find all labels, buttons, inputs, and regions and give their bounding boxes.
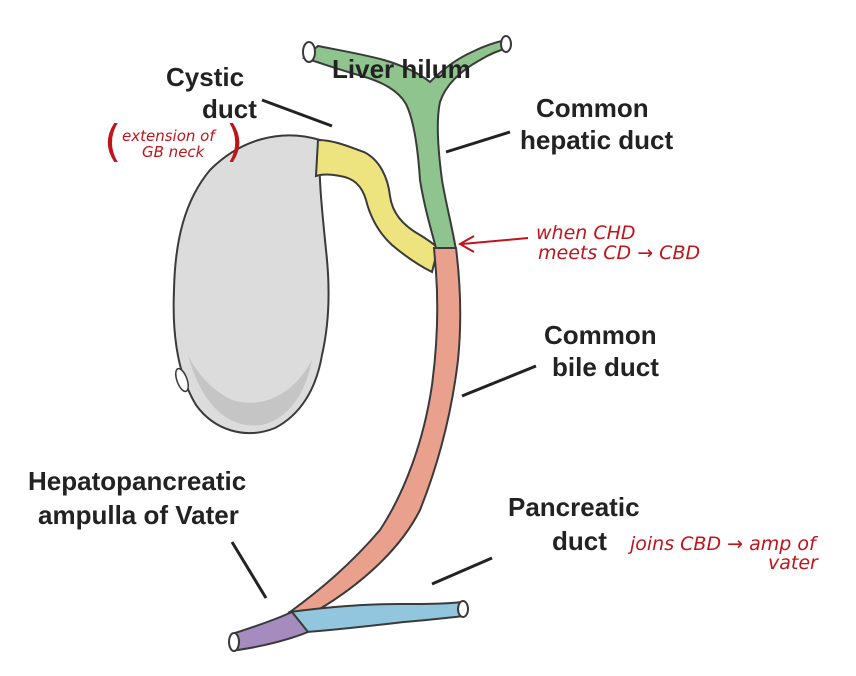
note-cystic-extension-line1: extension of [122, 127, 215, 145]
label-pancreatic-line2: duct [552, 526, 607, 556]
leader-cystic-duct [261, 98, 333, 128]
note-pancreatic-line1: joins CBD → amp of [630, 533, 816, 555]
label-pancreatic-line1: Pancreatic [508, 492, 640, 522]
note-open-paren: ( [104, 116, 122, 167]
gallbladder-highlight [175, 367, 189, 393]
annotation-arrow-line [461, 237, 529, 245]
leader-pancreatic-duct [431, 556, 493, 586]
hilum-left-end [302, 41, 316, 63]
label-common-hepatic-line1: Common [536, 93, 649, 123]
note-close-paren: ) [226, 116, 244, 167]
label-liver-hilum: Liver hilum [332, 54, 471, 84]
note-chd-line2: meets CD → CBD [538, 242, 701, 264]
note-chd-line1: when CHD [536, 222, 636, 244]
label-ampulla-line1: Hepatopancreatic [28, 466, 247, 496]
annotation-arrow-head [457, 235, 475, 253]
gallbladder [172, 134, 330, 435]
leader-ampulla [230, 541, 268, 599]
label-common-bile-line1: Common [544, 320, 657, 350]
cystic-duct [314, 138, 440, 274]
label-ampulla-line2: ampulla of Vater [38, 500, 239, 530]
pancreatic-duct-end [457, 600, 469, 618]
label-common-bile-line2: bile duct [552, 352, 659, 382]
label-common-hepatic-line2: hepatic duct [520, 125, 674, 155]
note-pancreatic-line2: vater [768, 552, 818, 574]
leader-common-bile-duct [461, 364, 537, 398]
gallbladder-shading [188, 355, 312, 426]
label-cystic-duct-line1: Cystic [166, 62, 245, 92]
note-cystic-extension-line2: GB neck [142, 143, 205, 161]
label-cystic-duct-line2: duct [202, 94, 257, 124]
common-hepatic-duct [301, 38, 510, 252]
ampulla-end [228, 632, 240, 652]
leader-common-hepatic-duct [445, 130, 511, 154]
hepatopancreatic-ampulla [230, 610, 310, 652]
hilum-right-end [500, 35, 512, 53]
